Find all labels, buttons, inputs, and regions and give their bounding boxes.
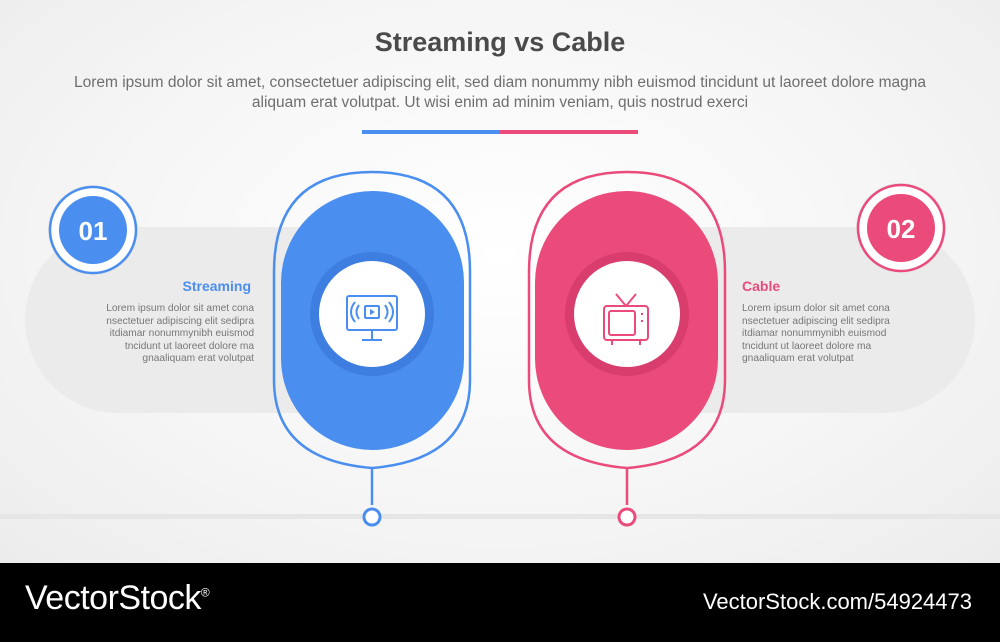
page-title: Streaming vs Cable: [374, 27, 626, 57]
cable-circle: [574, 261, 680, 367]
badge-02: [867, 194, 935, 262]
streaming-connector-dot: [362, 507, 382, 527]
badge-01: [59, 196, 127, 264]
cable-connector-dot: [617, 507, 637, 527]
cable-description: Lorem ipsum dolor sit amet cona nsectetu…: [742, 303, 890, 364]
baseline-track: [0, 514, 1000, 519]
infographic-canvas: Streaming vs Cable Lorem ipsum dolor sit…: [0, 0, 1000, 563]
cable-title: Cable: [742, 278, 781, 294]
badge-01-number: 01: [78, 216, 108, 246]
divider-blue: [362, 130, 500, 134]
vectorstock-logo: VectorStock®: [25, 579, 210, 617]
retro-tv-icon: [603, 293, 649, 345]
streaming-monitor-icon: [346, 295, 398, 341]
cable-background-pill-fill: [680, 227, 975, 413]
badge-02-number: 02: [886, 214, 916, 244]
image-id: VectorStock.com/54924473: [702, 589, 972, 614]
divider-pink: [500, 130, 638, 134]
streaming-circle: [319, 261, 425, 367]
cable-outline: [527, 170, 727, 505]
streaming-title: Streaming: [182, 278, 251, 294]
streaming-outline: [272, 170, 472, 505]
page-subtitle: Lorem ipsum dolor sit amet, consectetuer…: [73, 74, 927, 111]
streaming-description: Lorem ipsum dolor sit amet cona nsectetu…: [106, 303, 254, 364]
comparison-diagram: [0, 170, 1000, 527]
watermark-footer: VectorStock® VectorStock.com/54924473: [0, 563, 1000, 642]
